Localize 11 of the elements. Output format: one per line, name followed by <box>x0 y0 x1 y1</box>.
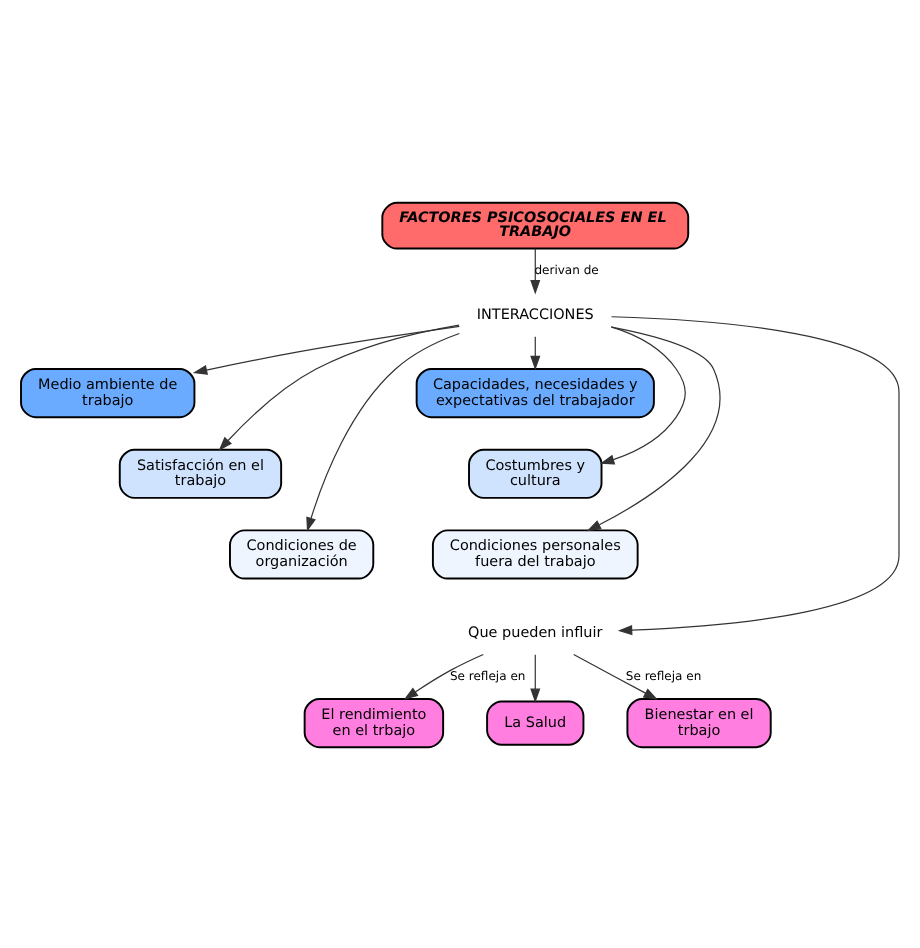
arrow <box>610 315 900 635</box>
arrow <box>530 653 541 702</box>
arrow <box>573 653 658 699</box>
arrow <box>586 325 721 531</box>
arrow <box>306 331 460 531</box>
arrow <box>599 325 686 464</box>
arrow <box>403 652 484 699</box>
arrow <box>218 323 460 450</box>
arrow <box>530 247 541 294</box>
arrow <box>530 335 541 370</box>
arrow <box>192 324 460 374</box>
